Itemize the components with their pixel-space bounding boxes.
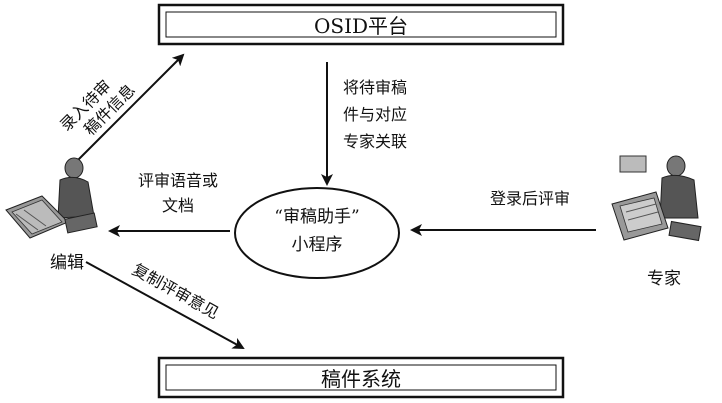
label-osid-to-assistant-line1: 将待审稿 [343, 78, 407, 97]
assistant-miniprogram-node: “审稿助手” 小程序 [234, 187, 400, 279]
label-assistant-to-editor-line2: 文档 [162, 196, 194, 215]
label-assistant-to-editor: 评审语音或 文档 [138, 171, 218, 215]
edge-editor-to-manuscript [85, 261, 245, 349]
edge-editor-to-osid [77, 53, 185, 161]
label-editor-to-osid: 录入待审 稿件信息 [56, 76, 139, 139]
label-assistant-to-editor-line1: 评审语音或 [138, 171, 218, 190]
expert-label: 专家 [647, 269, 681, 289]
expert-person-at-computer-icon [611, 155, 702, 242]
label-osid-to-assistant-line3: 专家关联 [343, 132, 407, 151]
osid-platform-label: OSID平台 [314, 14, 408, 38]
editor-person-at-computer-icon [5, 157, 98, 239]
manuscript-system-label: 稿件系统 [321, 367, 401, 391]
label-expert-to-assistant: 登录后评审 [490, 189, 570, 208]
osid-platform-node: OSID平台 [157, 3, 565, 46]
label-osid-to-assistant: 将待审稿 件与对应 专家关联 [343, 78, 407, 151]
editor-label: 编辑 [50, 253, 84, 273]
manuscript-system-node: 稿件系统 [157, 356, 565, 399]
label-editor-to-manuscript: 复制评审意见 [129, 260, 222, 323]
label-osid-to-assistant-line2: 件与对应 [343, 105, 407, 124]
assistant-label-line1: “审稿助手” [274, 207, 359, 227]
assistant-label-line2: 小程序 [292, 235, 343, 255]
